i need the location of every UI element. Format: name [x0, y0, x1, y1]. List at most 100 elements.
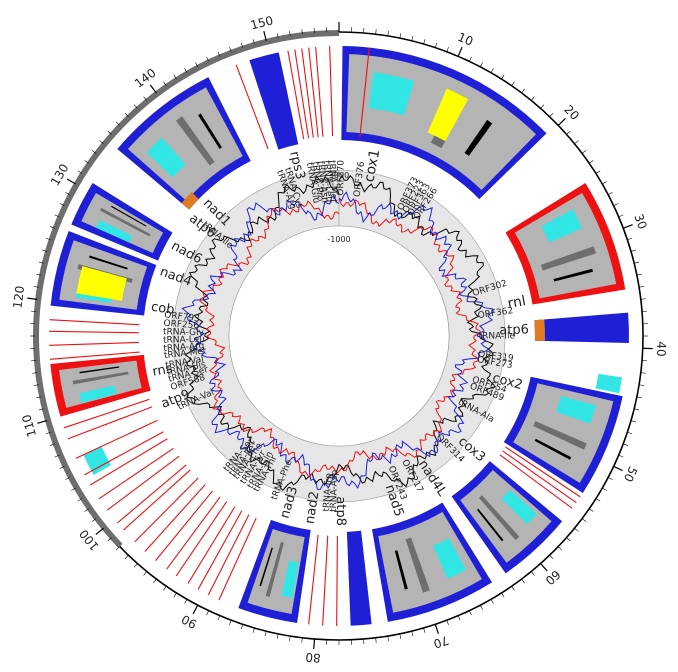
tick-mark	[107, 130, 112, 135]
small-label: ORF376	[353, 161, 368, 198]
tick-mark	[42, 249, 48, 252]
tick-mark	[115, 546, 120, 551]
tick-label: 120	[11, 285, 28, 309]
feature-segment	[533, 421, 587, 450]
tick-mark	[469, 56, 472, 62]
tick-label: 40	[654, 341, 669, 357]
feature-block	[346, 530, 372, 626]
tick-mark	[66, 178, 77, 185]
tick-mark	[36, 273, 42, 276]
tick-label: 110	[19, 413, 39, 439]
tick-mark	[634, 408, 640, 411]
tick-mark	[124, 555, 129, 560]
feature-segment	[541, 209, 583, 243]
trna-line	[134, 477, 199, 543]
tick-mark	[71, 487, 76, 491]
tick-mark	[91, 518, 97, 522]
trna-line	[175, 501, 228, 577]
feature-block-inner	[460, 470, 552, 563]
trna-line	[106, 455, 180, 511]
tick-mark	[38, 261, 44, 264]
feature-yellow	[76, 266, 127, 301]
feature-segment	[175, 116, 215, 166]
coverage-curves	[181, 175, 497, 491]
trna-line	[308, 47, 319, 138]
tick-mark	[549, 112, 554, 117]
trna-line	[505, 446, 581, 498]
gene-label: atp8	[333, 496, 348, 526]
tick-mark	[521, 578, 525, 584]
trna-line	[155, 490, 213, 561]
tick-mark	[423, 39, 426, 45]
trna-line	[116, 464, 187, 524]
tick-mark	[54, 214, 60, 218]
tick-mark	[163, 81, 167, 86]
tick-label: 60	[542, 567, 563, 588]
tick-mark	[184, 68, 188, 73]
tick-mark	[531, 96, 535, 101]
tick-mark	[276, 633, 279, 639]
trna-line	[197, 510, 243, 590]
tick-mark	[558, 546, 563, 551]
tick-mark	[107, 537, 112, 542]
feature-yellow	[427, 88, 469, 142]
tick-mark	[511, 81, 515, 86]
tick-mark	[289, 636, 291, 642]
tick-mark	[240, 624, 244, 630]
tick-mark	[229, 46, 232, 52]
tick-mark	[636, 273, 642, 276]
tick-mark	[636, 396, 642, 399]
feature-segment	[89, 255, 128, 270]
trna-line	[329, 46, 334, 137]
tick-mark	[602, 181, 607, 185]
gene-label: rps3	[286, 150, 307, 181]
feature-segment	[198, 113, 222, 149]
tick-mark	[613, 203, 619, 206]
feature-segment	[540, 246, 597, 271]
tick-mark	[37, 420, 48, 424]
tick-mark	[623, 224, 633, 229]
tick-mark	[423, 627, 426, 633]
tick-mark	[511, 586, 515, 591]
feature-segment	[79, 366, 120, 374]
tick-mark	[630, 249, 636, 252]
tick-mark	[574, 140, 579, 144]
trna-line	[315, 46, 324, 137]
feature-segment	[476, 508, 504, 542]
tick-mark	[301, 29, 303, 35]
tick-mark	[531, 571, 535, 576]
feature-segment	[464, 119, 493, 156]
trna-line	[308, 534, 319, 625]
tick-mark	[206, 56, 209, 62]
tick-label: 90	[179, 612, 199, 631]
feature-segment	[501, 489, 537, 525]
feature-segment	[368, 72, 415, 116]
tick-mark	[581, 150, 587, 154]
feature-blocks	[50, 46, 629, 626]
feature-segment	[534, 438, 572, 460]
feature-segment	[146, 137, 186, 178]
trna-line	[218, 517, 257, 601]
small-label: ORF270	[336, 160, 346, 196]
tick-mark	[640, 298, 646, 300]
gene-label: cob	[150, 300, 175, 318]
tick-mark	[434, 42, 438, 48]
tick-mark	[618, 454, 624, 458]
tick-mark	[399, 33, 402, 39]
tick-mark	[595, 498, 601, 502]
tick-mark	[206, 610, 209, 616]
tick-label: 30	[631, 212, 650, 231]
tick-mark	[549, 555, 554, 560]
curve-black	[184, 175, 497, 491]
small-label: ORF256	[163, 319, 200, 332]
tick-label: 10	[456, 30, 476, 49]
small-label: tRNA-Asp	[329, 469, 340, 512]
tick-mark	[595, 170, 601, 174]
feature-segment	[79, 385, 117, 403]
tick-mark	[630, 420, 636, 423]
scale-label-inner: -1000	[327, 235, 350, 244]
tick-mark	[618, 214, 624, 218]
tick-mark	[195, 62, 198, 67]
feature-block	[249, 52, 299, 150]
